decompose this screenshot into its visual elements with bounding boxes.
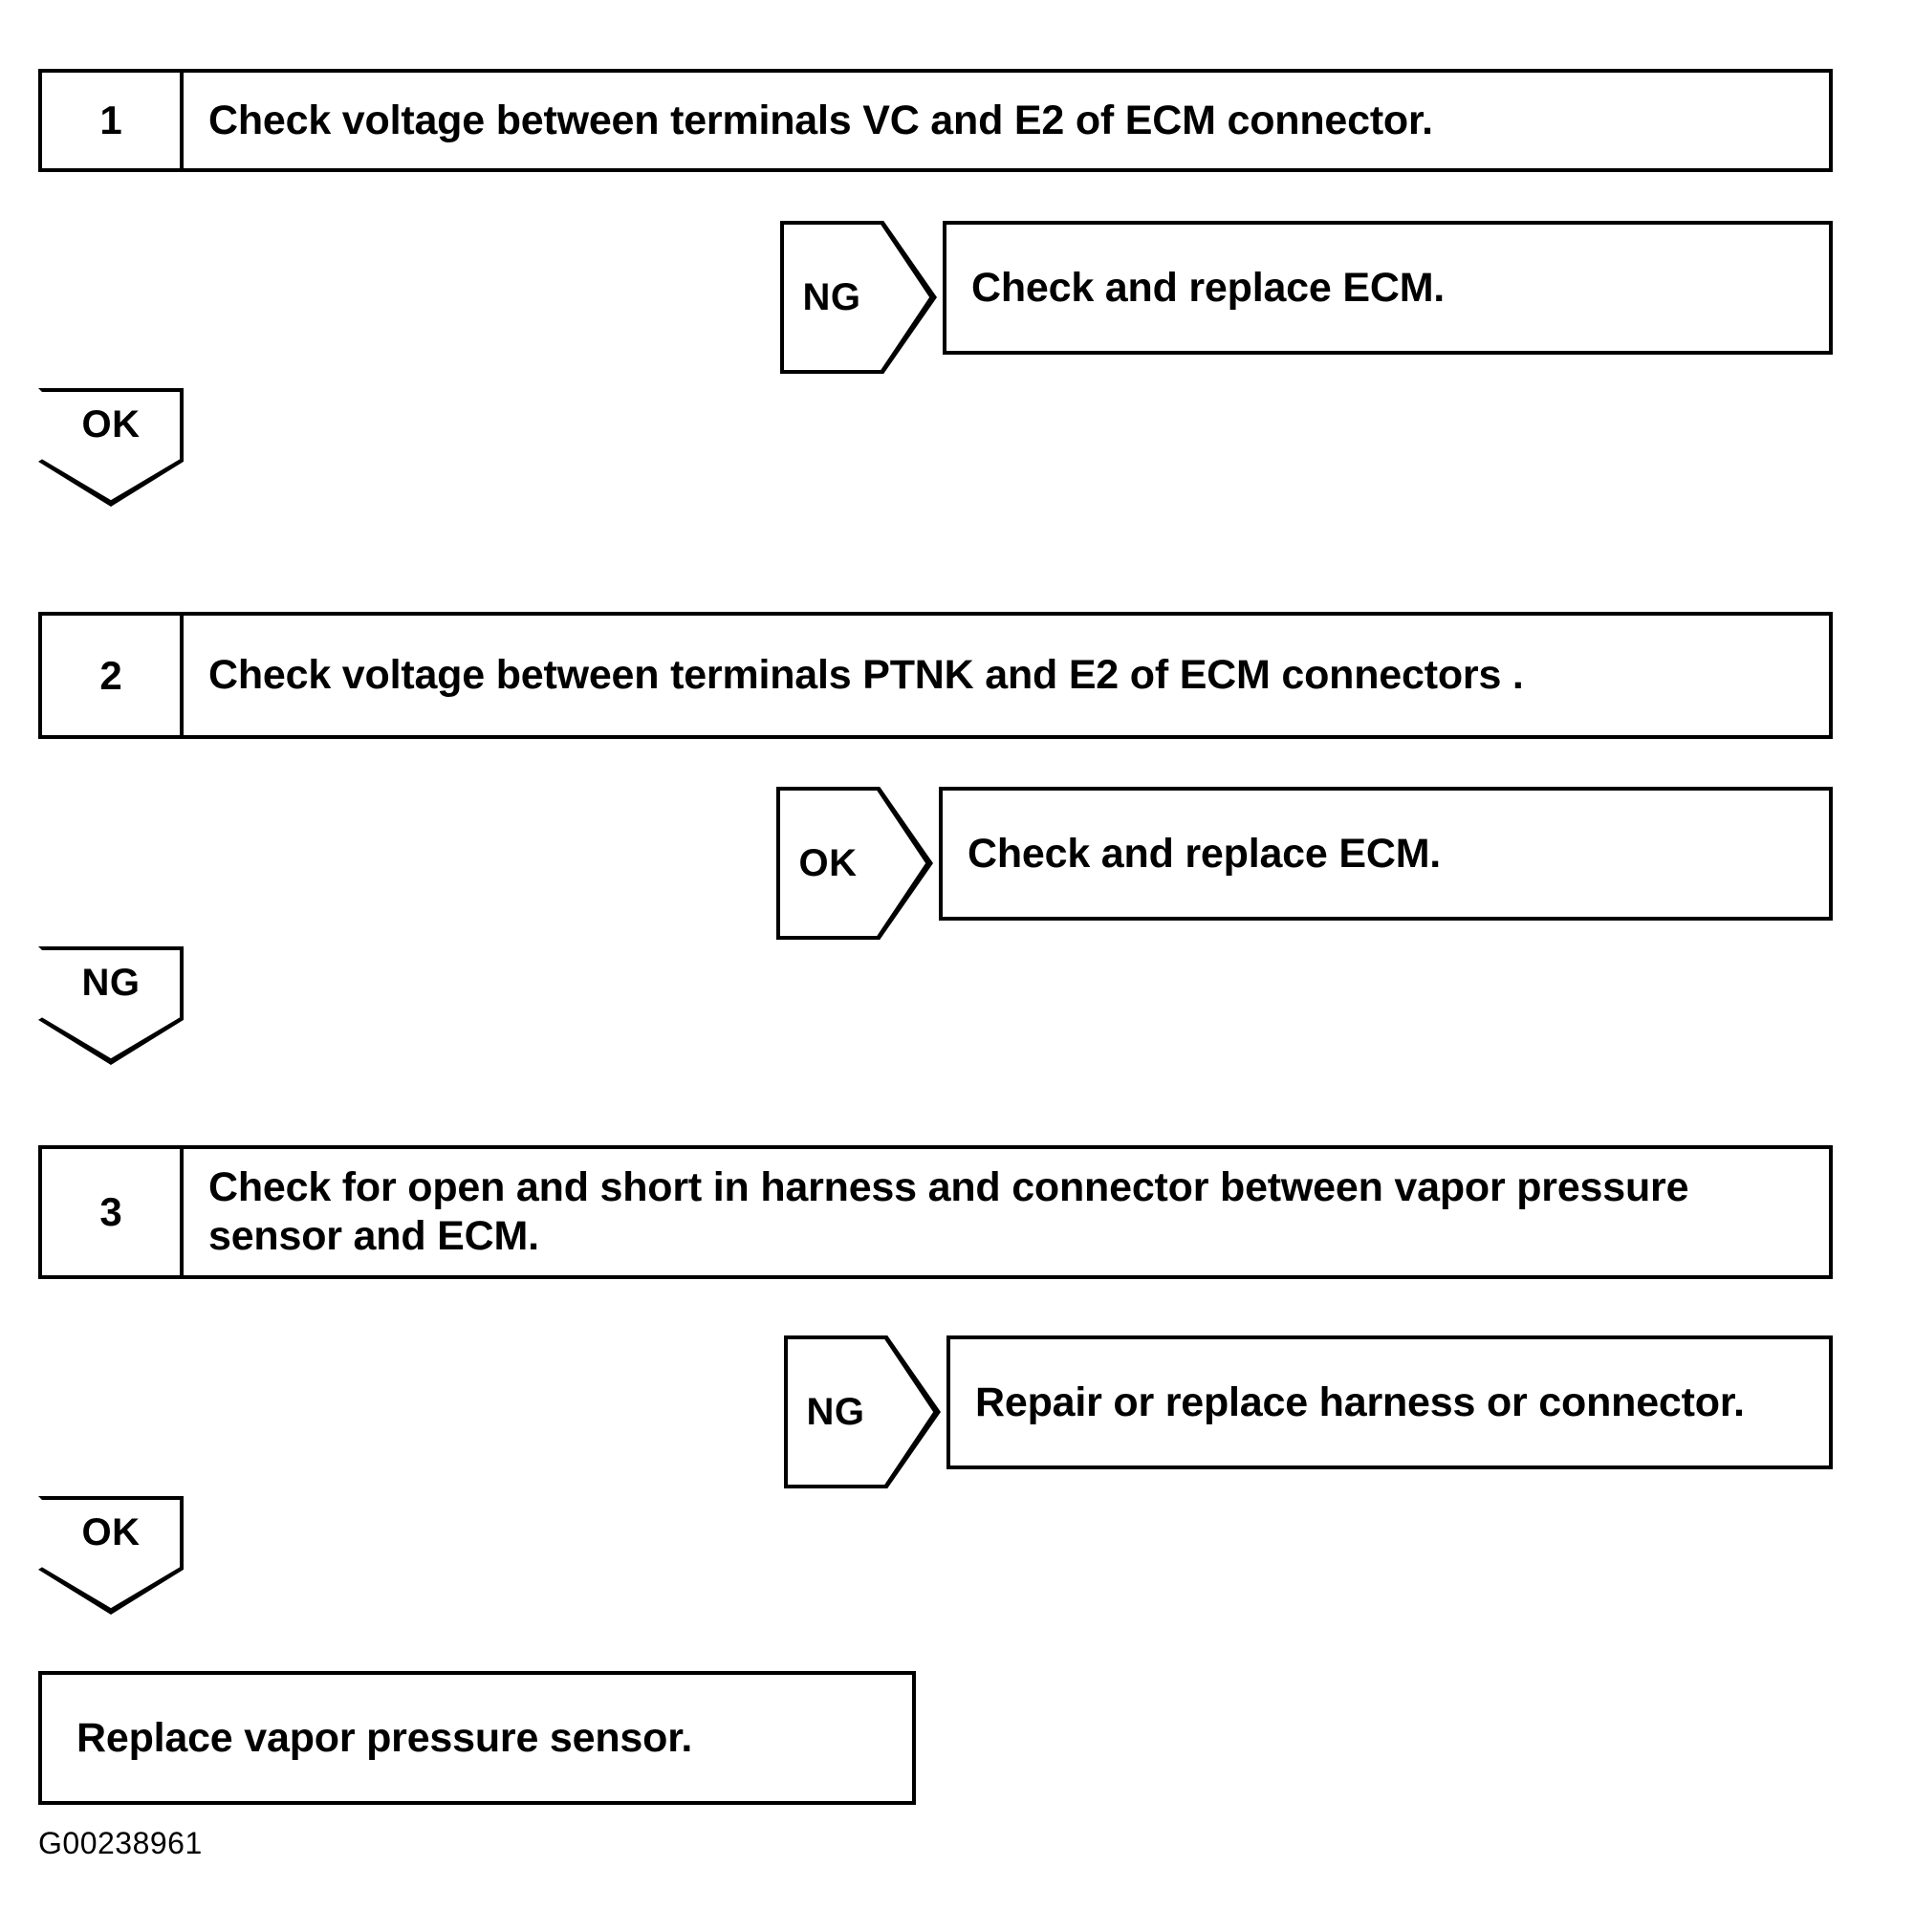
judgement-label-ok-3: OK: [81, 1510, 141, 1553]
pentagon-left-edge: [776, 787, 780, 940]
judgement-tag-ng-2: NG: [38, 946, 184, 1065]
step-text-1: Check voltage between terminals VC and E…: [208, 97, 1433, 143]
branch-result-text-1: Check and replace ECM.: [971, 264, 1446, 311]
judgement-label-ng-2: NG: [81, 961, 141, 1004]
branch-result-box-2: Check and replace ECM.: [939, 787, 1833, 921]
judgement-label-ng-3: NG: [806, 1390, 865, 1433]
branch-result-text-2: Check and replace ECM.: [968, 830, 1442, 877]
step-number-2: 2: [42, 616, 184, 735]
branch-result-box-1: Check and replace ECM.: [943, 221, 1833, 355]
judgement-tag-ng-1: NG: [780, 221, 937, 374]
terminal-action-text: Replace vapor pressure sensor.: [76, 1714, 693, 1761]
terminal-action-box: Replace vapor pressure sensor.: [38, 1671, 916, 1805]
step-number-3: 3: [42, 1149, 184, 1275]
step-box-2: 2 Check voltage between terminals PTNK a…: [38, 612, 1833, 739]
pentagon-left-edge: [780, 221, 784, 374]
step-box-3: 3 Check for open and short in harness an…: [38, 1145, 1833, 1279]
judgement-label-ok-1: OK: [81, 402, 141, 445]
step-number-1: 1: [42, 73, 184, 168]
judgement-tag-ng-3: NG: [784, 1335, 941, 1488]
figure-reference-code: G00238961: [38, 1826, 203, 1860]
judgement-label-ok-2: OK: [798, 841, 858, 884]
step-box-1: 1 Check voltage between terminals VC and…: [38, 69, 1833, 172]
pentagon-left-edge: [784, 1335, 788, 1488]
judgement-tag-ok-3: OK: [38, 1496, 184, 1615]
judgement-tag-ok-1: OK: [38, 388, 184, 507]
branch-result-text-3: Repair or replace harness or connector.: [975, 1378, 1745, 1425]
judgement-label-ng-1: NG: [802, 275, 861, 318]
step-text-3: Check for open and short in harness and …: [208, 1164, 1689, 1259]
branch-result-box-3: Repair or replace harness or connector.: [946, 1335, 1833, 1469]
judgement-tag-ok-2: OK: [776, 787, 933, 940]
step-text-2: Check voltage between terminals PTNK and…: [208, 652, 1524, 699]
